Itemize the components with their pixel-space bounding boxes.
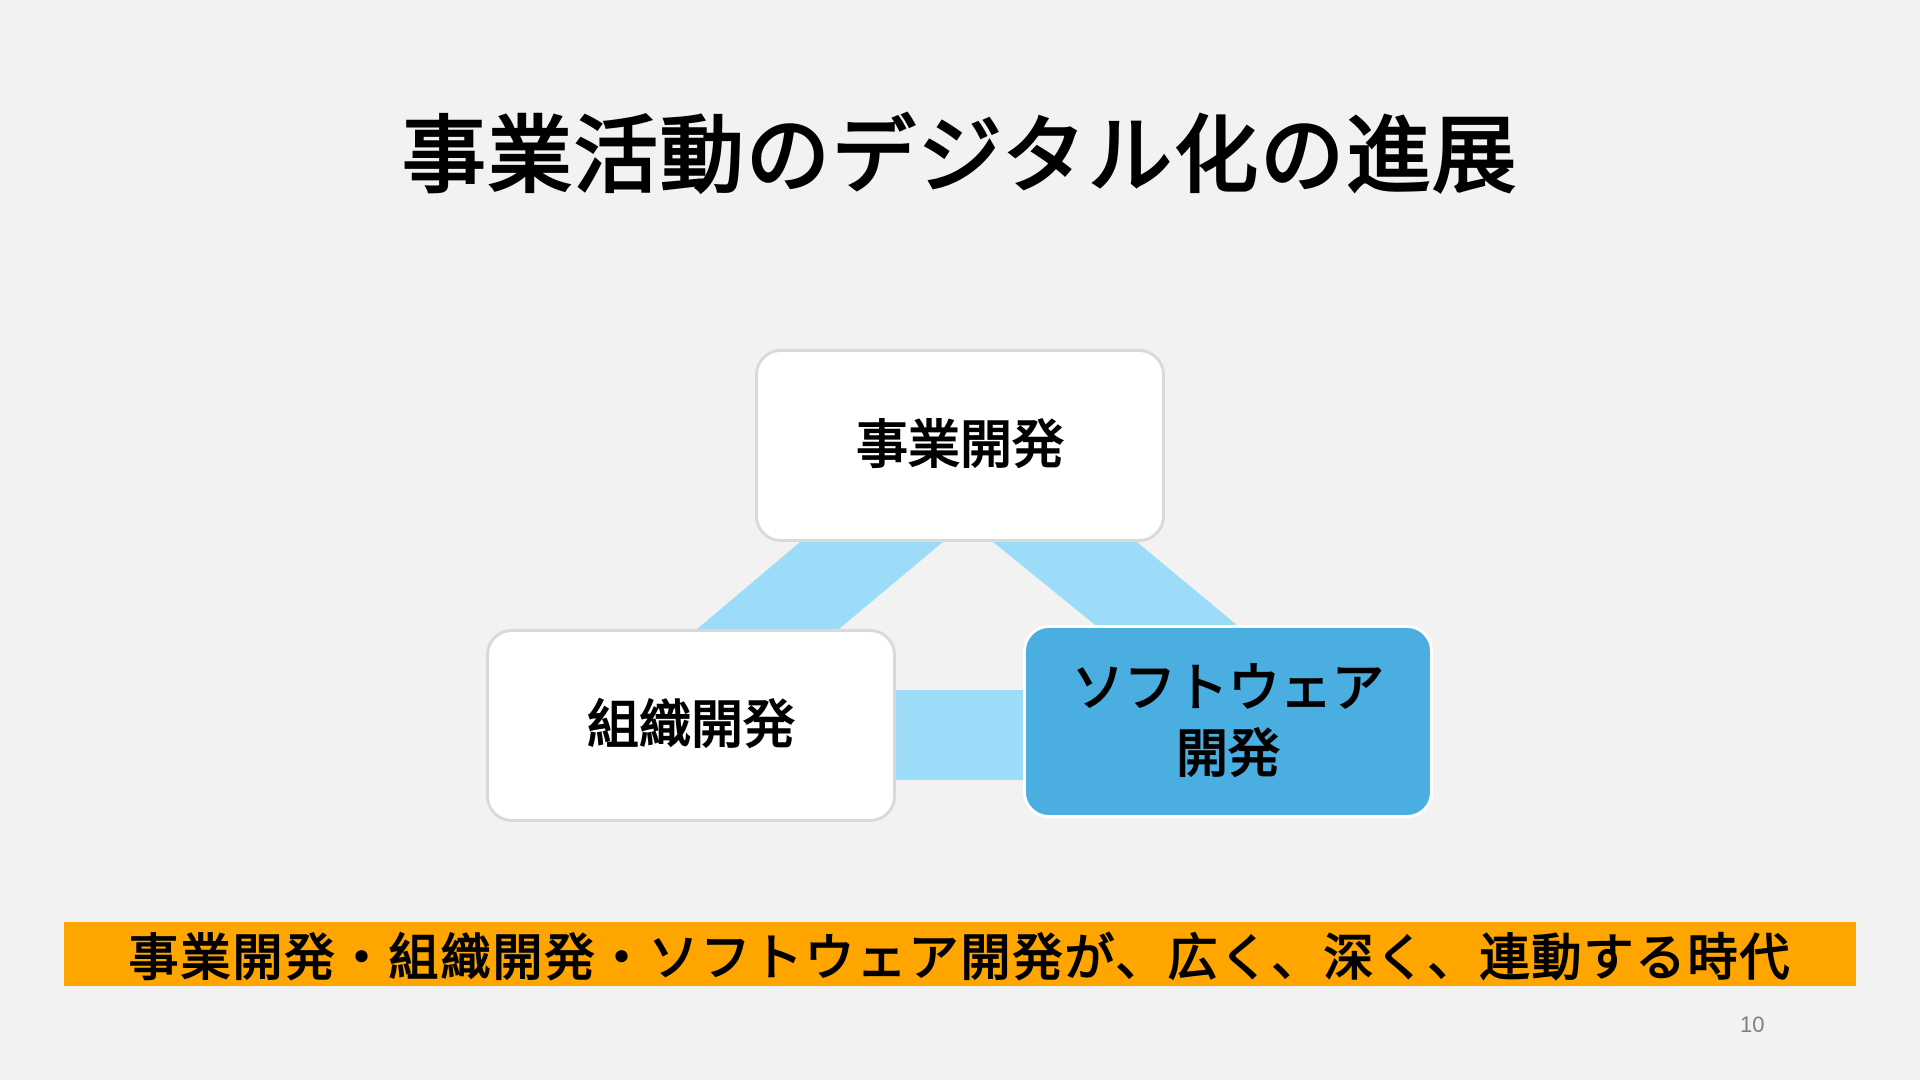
connector-top-left [697,542,943,629]
summary-banner: 事業開発・組織開発・ソフトウェア開発が、広く、深く、連動する時代 [64,922,1856,986]
page-number: 10 [1740,1012,1765,1037]
summary-banner-text: 事業開発・組織開発・ソフトウェア開発が、広く、深く、連動する時代 [128,929,1792,986]
node-business-development-label: 事業開発 [855,415,1064,476]
connector-top-right [993,542,1237,625]
slide-title: 事業活動のデジタル化の進展 [401,107,1519,205]
node-organization-development-label: 組織開発 [586,695,795,756]
node-software-development: ソフトウェア 開発 [1023,625,1433,818]
node-business-development: 事業開発 [755,349,1165,542]
node-software-development-label-line1: ソフトウェア [1071,658,1384,719]
node-organization-development: 組織開発 [486,629,896,822]
connector-left-right [896,690,1023,780]
node-software-development-label-line2: 開発 [1175,724,1280,785]
